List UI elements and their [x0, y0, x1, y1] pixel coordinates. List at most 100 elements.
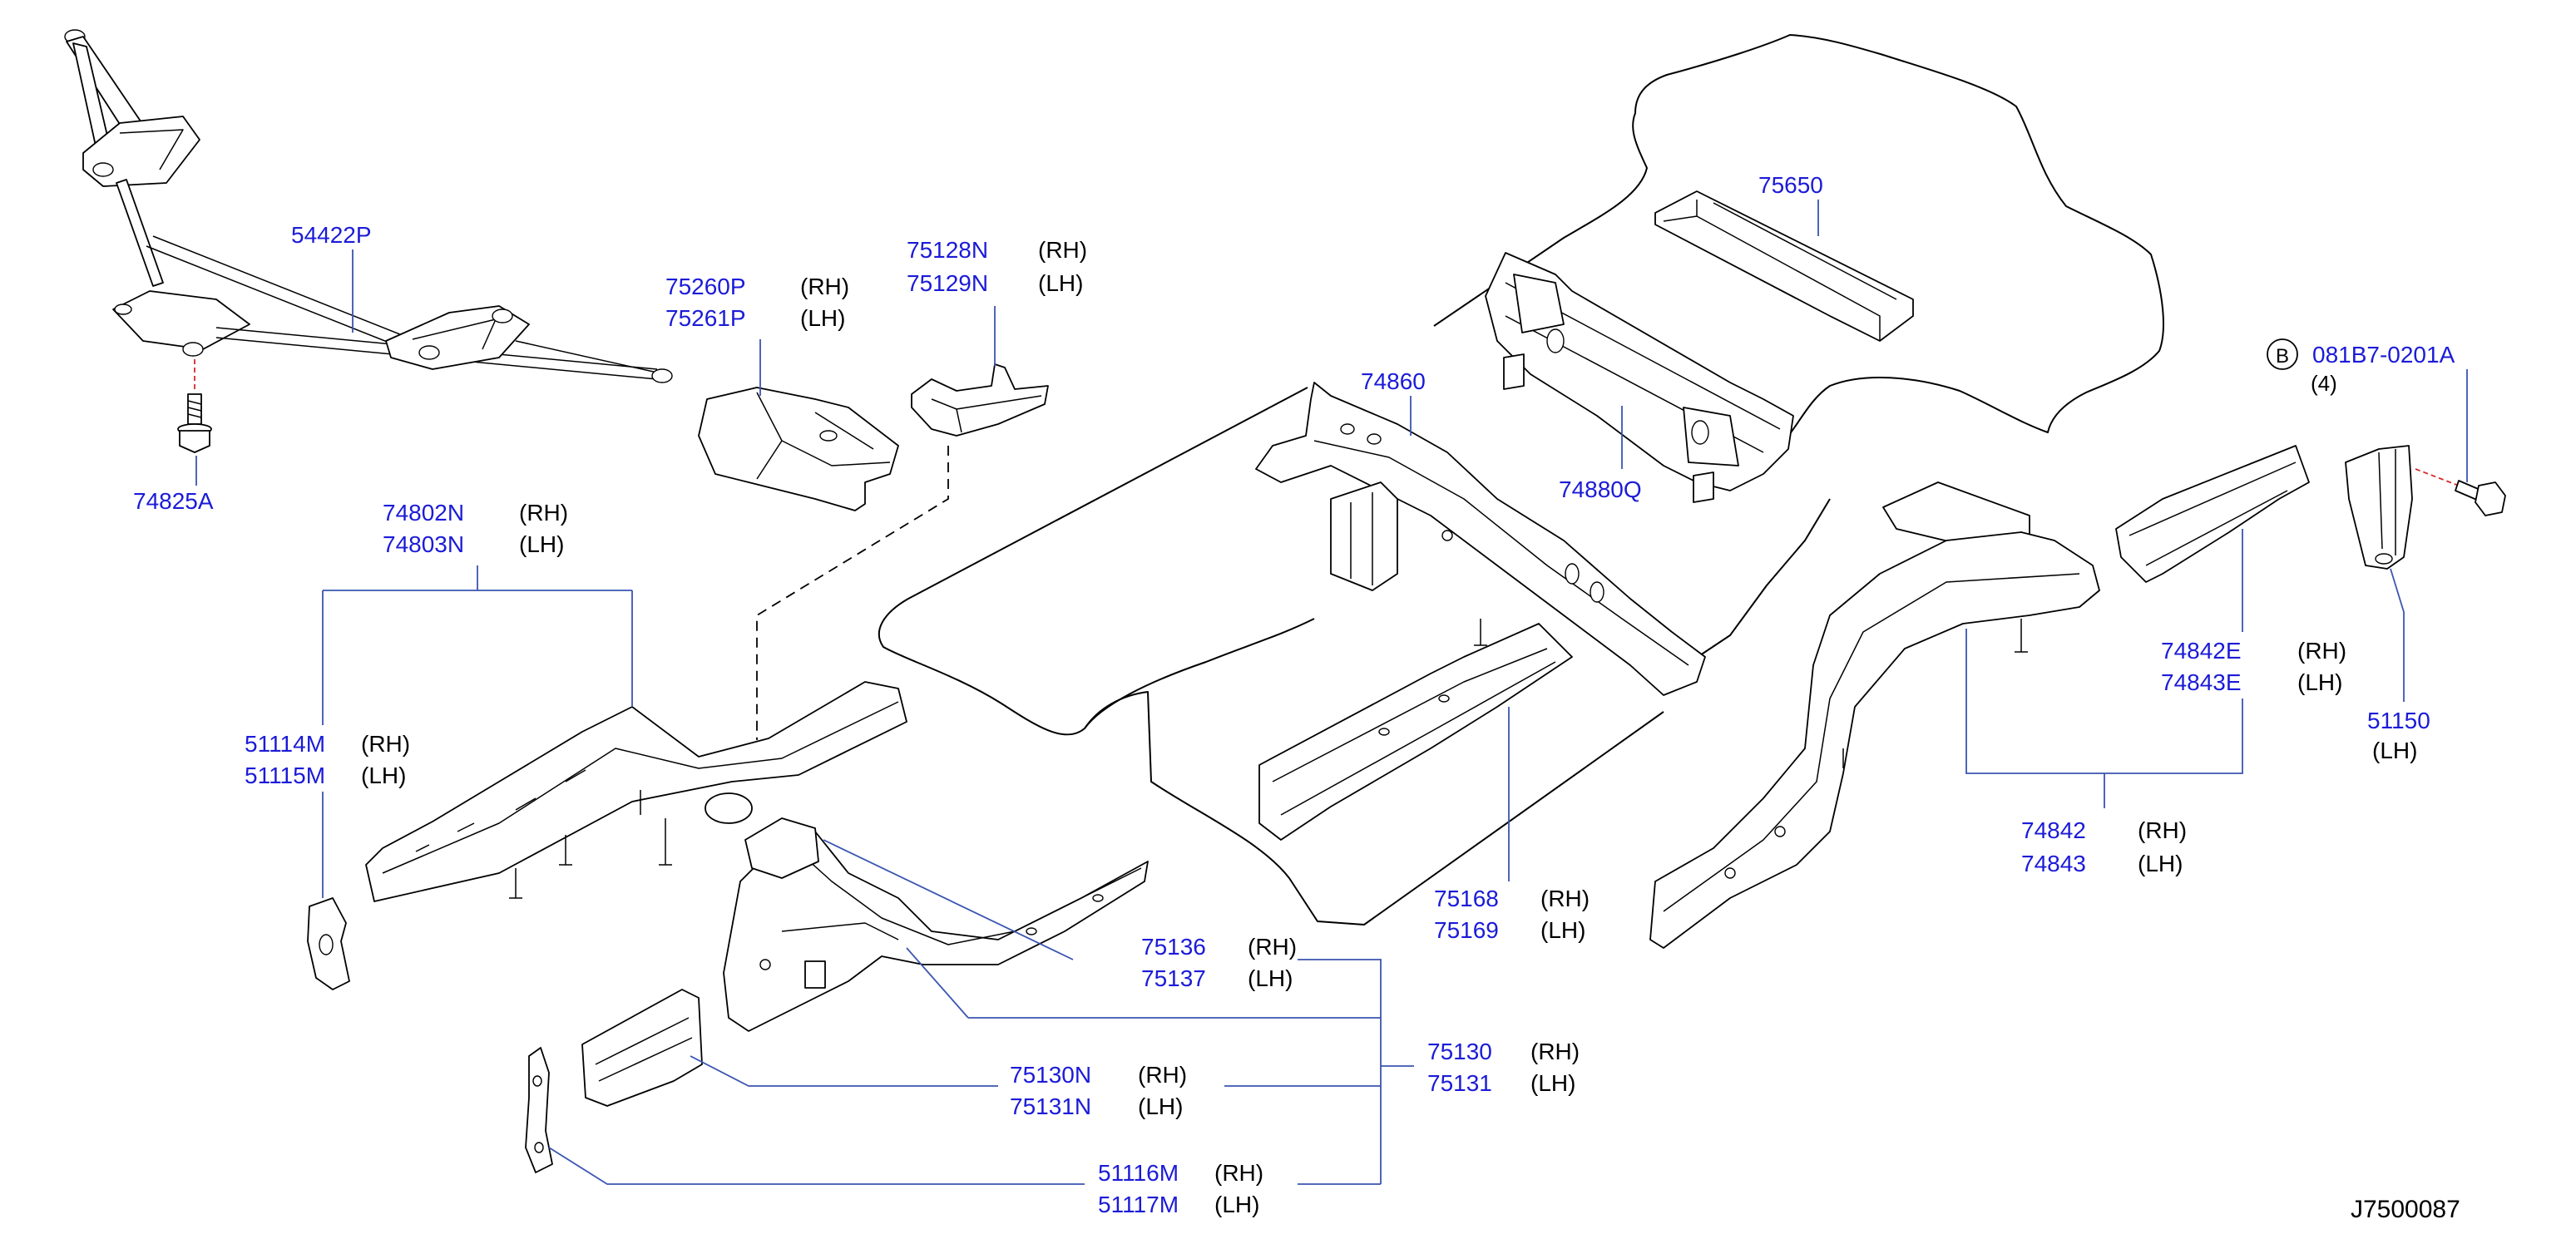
side-tag-rh: (RH): [1530, 1039, 1580, 1064]
callout-rear-member-lh: 74843: [2021, 851, 2086, 876]
strut-lower-hole-left: [114, 304, 132, 315]
strut-diagonal-lower: [146, 245, 423, 357]
floor-rear-outline: [1433, 34, 2164, 443]
outrigger-hole-1: [1378, 728, 1390, 736]
strut-right-arm: [515, 340, 658, 373]
rear-member-hole-2: [1724, 867, 1736, 879]
floor-crossmember-drawing: [1485, 252, 1794, 503]
front-side-member-slots: [415, 769, 586, 852]
side-tag-lh: (LH): [2138, 851, 2183, 876]
side-tag-rh: (RH): [1248, 934, 1297, 960]
bolt-b-drawing: [2415, 468, 2506, 516]
floor-crossmember-hole-2: [1691, 420, 1709, 445]
closing-plate-ribs: [595, 1017, 693, 1082]
strut-right-hole-1: [418, 345, 440, 360]
side-tag-lh: (LH): [1038, 270, 1083, 296]
callout-center-member: 74860: [1361, 368, 1426, 394]
callout-front-ext-lh: 75137: [1141, 965, 1206, 991]
callout-floor-crossmember: 74880Q: [1559, 476, 1642, 502]
callout-strut-bolt: 74825A: [133, 488, 214, 514]
front-member-tab: [804, 960, 826, 989]
callout-front-member-lh: 75131: [1427, 1070, 1492, 1096]
rear-bracket-drawing: [2345, 445, 2413, 570]
callout-front-member-rh: 75130: [1427, 1039, 1492, 1064]
strut-diagonal-upper: [152, 235, 430, 347]
end-plate-body: [525, 1047, 553, 1173]
gusset-body: [911, 363, 1049, 437]
floor-crossmember-foot-1: [1503, 353, 1525, 390]
callout-rear-crossmember: 75650: [1758, 172, 1823, 198]
strut-lower-hole: [182, 342, 204, 357]
leader-rear-bracket: [2390, 568, 2405, 702]
upper-bracket-crease: [756, 392, 891, 480]
floor-panel-outline: [878, 34, 2164, 926]
floor-crossmember-foot-2: [1693, 471, 1714, 503]
upper-bracket-drawing: [698, 387, 899, 511]
callout-outrigger-rh: 75168: [1434, 886, 1499, 911]
callout-side-member-lh: 51115M: [245, 763, 325, 788]
side-tag-lh: (LH): [2372, 738, 2417, 763]
callout-gusset-rh: 75128N: [907, 237, 988, 263]
center-member-bolt: [1441, 530, 1453, 541]
end-plate-hole-2: [534, 1142, 544, 1153]
rear-member-rail: [1663, 573, 2080, 912]
side-plate-drawing: [307, 897, 350, 990]
side-tag-rh: (RH): [361, 731, 410, 757]
front-member-drawing: [723, 817, 1149, 1032]
strut-bolt-drawing: [177, 359, 212, 453]
floor-crossmember-hole-1: [1546, 328, 1565, 353]
leader-rear-member-bracket: [1965, 629, 2243, 808]
center-member-hole-4: [1590, 581, 1604, 603]
front-member-upper-box: [744, 817, 819, 879]
gusset-fold: [931, 395, 1042, 433]
diagram-code: J7500087: [2351, 1196, 2460, 1223]
callout-bolt-b: 081B7-0201A: [2312, 342, 2455, 368]
leader-closing-plate: [690, 1055, 998, 1087]
side-tag-rh: (RH): [2297, 638, 2346, 664]
front-member-hole-1: [759, 959, 771, 970]
closing-plate-body: [581, 989, 703, 1107]
callout-end-plate-rh: 51116M: [1098, 1160, 1179, 1186]
callout-front-ext-rh: 75136: [1141, 934, 1206, 960]
front-side-member-stud-1: [509, 868, 522, 899]
front-member-hole-3: [1092, 894, 1104, 902]
center-member-rail: [1313, 440, 1689, 666]
front-side-member-stud-3: [659, 818, 672, 866]
callout-member-ext-lh: 74803N: [383, 531, 464, 557]
leader-member-ext-bracket: [322, 565, 633, 725]
center-member-hole-3: [1565, 563, 1580, 585]
side-tag-rh: (RH): [2138, 817, 2187, 843]
side-tag-lh: (LH): [800, 305, 845, 331]
rear-crossmember-channel: [1663, 200, 1897, 341]
callout-side-member-rh: 51114M: [245, 731, 325, 757]
side-tag-lh: (LH): [1214, 1192, 1259, 1217]
callout-outrigger-lh: 75169: [1434, 917, 1499, 943]
callout-closing-plate-rh: 75130N: [1010, 1062, 1091, 1088]
front-side-member-stud-2: [559, 835, 572, 866]
rear-crossmember-drawing: [1654, 190, 1914, 342]
side-tag-rh: (RH): [1138, 1062, 1187, 1088]
floor-right-edge: [1689, 498, 1831, 663]
rear-extension-drawing: [2115, 445, 2310, 583]
floor-front-edge: [878, 387, 1664, 926]
side-tag-lh: (LH): [1530, 1070, 1575, 1096]
side-tag-lh: (LH): [1540, 917, 1585, 943]
outrigger-stud: [1474, 619, 1487, 646]
side-tag-rh: (RH): [519, 500, 568, 526]
rear-extension-fold: [2129, 462, 2297, 566]
center-member-hanger: [1330, 481, 1398, 591]
floor-crossmember-bracket-left: [1513, 274, 1565, 333]
center-member-body: [1255, 382, 1706, 696]
strut-bar-drawing: [64, 29, 673, 383]
rear-bracket-fold: [2378, 449, 2396, 555]
strut-vertical-rod: [116, 179, 164, 287]
outrigger-body: [1258, 623, 1573, 841]
upper-bracket-hole: [819, 430, 838, 442]
center-member-hanger-rib: [1350, 492, 1373, 585]
closing-plate-drawing: [581, 989, 703, 1107]
callout-rear-ext-rh: 74842E: [2161, 638, 2242, 664]
outrigger-channel: [1272, 648, 1556, 816]
bolt-b-marker-circle: [2267, 338, 2298, 370]
callout-end-plate-lh: 51117M: [1098, 1192, 1179, 1217]
callout-rear-ext-lh: 74843E: [2161, 669, 2242, 695]
